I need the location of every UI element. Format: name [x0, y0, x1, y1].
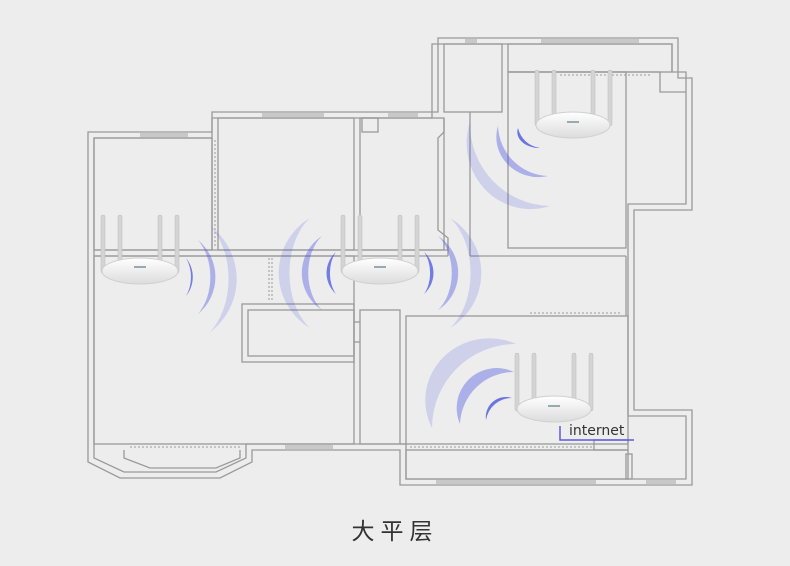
antennas [534, 69, 613, 127]
internet-label: internet [569, 423, 625, 439]
door-dashes [130, 74, 650, 448]
antennas [100, 214, 180, 274]
wifi-signal-waves [278, 218, 482, 328]
router-bottom-right [425, 338, 594, 428]
router-top-right [466, 69, 613, 210]
diagram-caption: 大平层 [351, 519, 439, 545]
router-center [278, 214, 482, 328]
window-marks [140, 39, 676, 484]
wifi-signal-waves [186, 226, 237, 332]
router-body [535, 111, 611, 139]
antennas [340, 214, 420, 274]
router-body [341, 257, 419, 285]
router-living-left [100, 214, 237, 332]
wifi-signal-waves [466, 122, 550, 210]
wifi-signal-waves [425, 338, 516, 428]
router-body [516, 395, 592, 423]
internet-connection: internet [559, 423, 634, 441]
router-body [101, 257, 179, 285]
floor-plan-walls [87, 37, 693, 486]
